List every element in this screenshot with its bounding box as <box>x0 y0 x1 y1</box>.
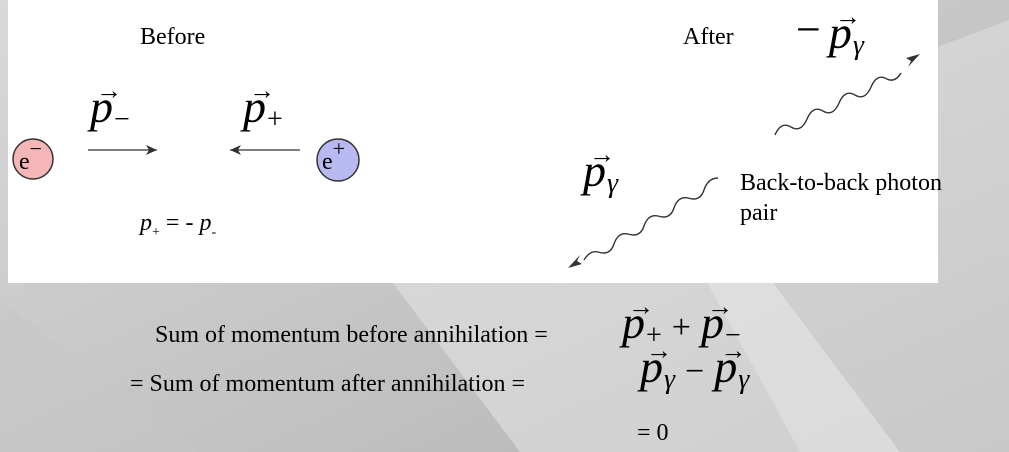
momentum-arrows <box>60 140 320 160</box>
positron-label: e+ <box>322 140 345 176</box>
lower-photon <box>568 178 718 268</box>
p-plus-vector: →p+ <box>243 80 283 136</box>
sum-after-text: = Sum of momentum after annihilation = <box>130 371 525 398</box>
electron-label: e− <box>19 140 42 176</box>
upper-photon <box>775 54 920 135</box>
momentum-relation: p+ = - p- <box>140 210 216 241</box>
sum-result: = 0 <box>637 420 669 447</box>
photon-caption: Back-to-back photon pair <box>740 168 942 228</box>
p-minus-vector: →p− <box>90 80 130 136</box>
after-heading: After <box>683 24 734 51</box>
sum-before-text: Sum of momentum before annihilation = <box>155 322 548 349</box>
before-heading: Before <box>140 24 205 51</box>
photon-pair <box>560 50 940 280</box>
sum-after-expression: →pγ − →pγ <box>640 340 749 396</box>
